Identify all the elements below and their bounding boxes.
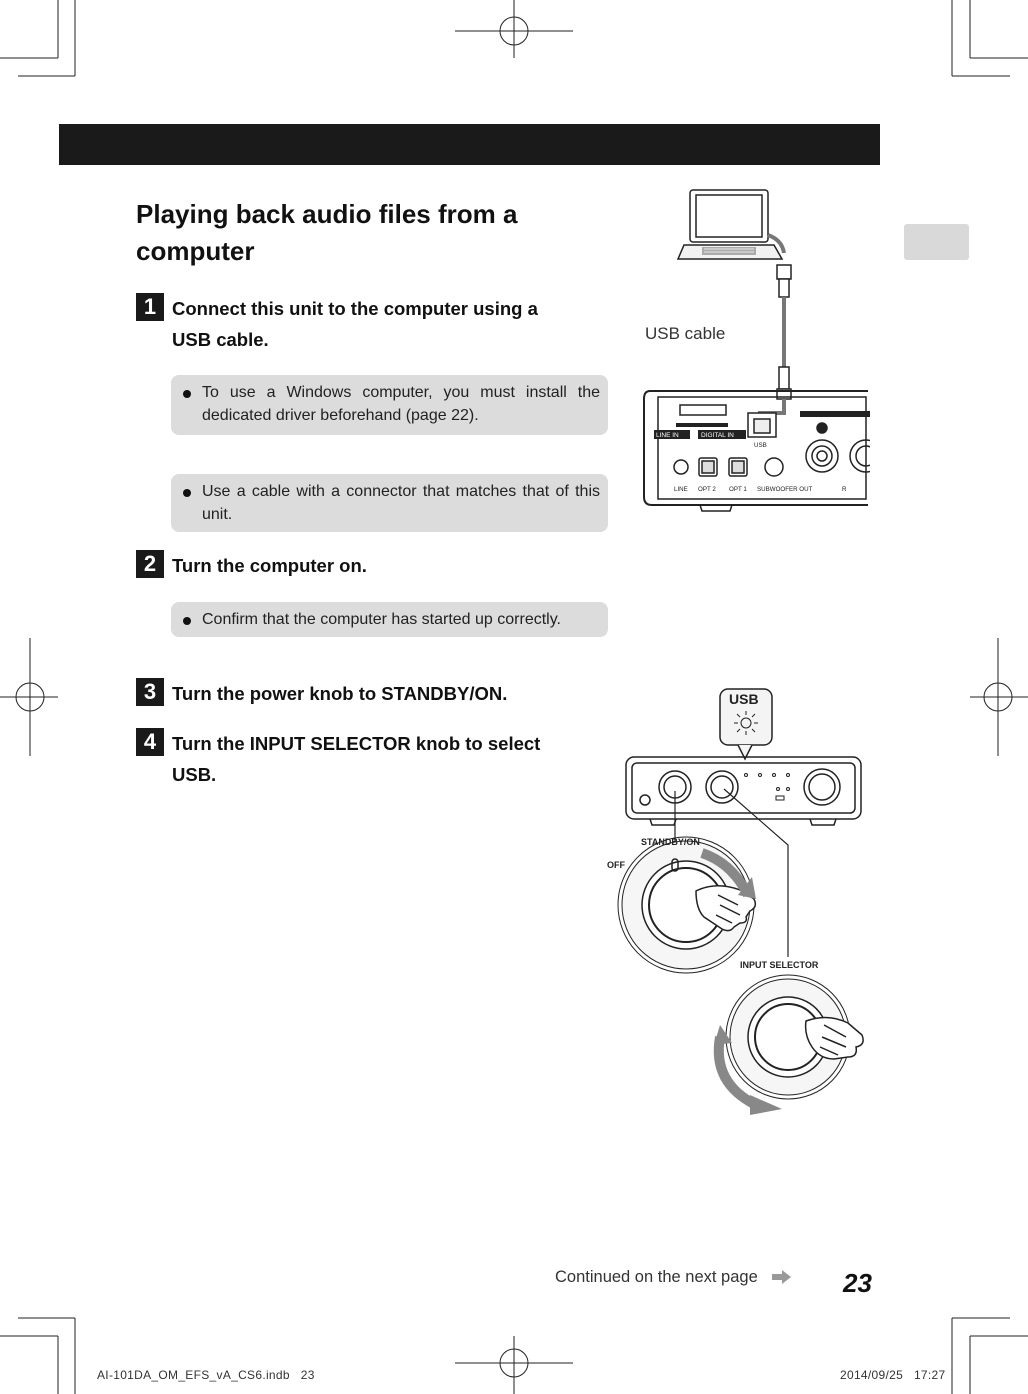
slug-date: 2014/09/25 17:27 [840, 1368, 946, 1382]
panel-label-digital-in: DIGITAL IN [701, 432, 734, 439]
step-4: 4 Turn the INPUT SELECTOR knob to select… [136, 728, 576, 790]
note-text: Confirm that the computer has started up… [202, 611, 561, 628]
note-text: Use a cable with a connector that matche… [202, 483, 600, 523]
section-tab [904, 224, 969, 260]
step-number: 4 [136, 728, 164, 756]
step-number: 1 [136, 293, 164, 321]
off-label: OFF [607, 860, 625, 870]
panel-label-opt2: OPT 2 [698, 486, 716, 493]
laptop-icon [676, 189, 784, 260]
note-text: To use a Windows computer, you must inst… [202, 384, 600, 424]
panel-label-usb: USB [754, 442, 767, 449]
rear-panel-figure: LINE IN DIGITAL IN USB LINE OPT 2 OPT 1 … [643, 189, 870, 512]
usb-cable-icon [758, 233, 792, 433]
panel-label-opt1: OPT 1 [729, 486, 747, 493]
hand-icon [804, 1016, 864, 1060]
bullet-icon [183, 617, 191, 625]
header-bar [59, 124, 880, 165]
panel-label-line-in: LINE IN [656, 432, 679, 439]
input-selector-label: INPUT SELECTOR [740, 960, 819, 970]
continued-text: Continued on the next page [555, 1268, 758, 1286]
note-startup: Confirm that the computer has started up… [171, 602, 608, 637]
step-number: 3 [136, 678, 164, 706]
bullet-icon [183, 390, 191, 398]
usb-indicator-label: USB [729, 691, 759, 707]
step-text: Turn the power knob to STANDBY/ON. [172, 683, 508, 704]
step-text: Turn the computer on. [172, 555, 367, 576]
usb-indicator-light-icon [734, 711, 758, 735]
step-2: 2 Turn the computer on. [136, 550, 576, 581]
panel-label-subwoofer-out: SUBWOOFER OUT [757, 486, 813, 493]
panel-label-r: R [842, 486, 847, 493]
usb-cable-label: USB cable [645, 324, 726, 343]
note-cable: Use a cable with a connector that matche… [171, 474, 608, 532]
step-1: 1 Connect this unit to the computer usin… [136, 293, 576, 355]
page-title: Playing back audio files from a computer [136, 199, 518, 266]
step-3: 3 Turn the power knob to STANDBY/ON. [136, 678, 576, 709]
right-arrow-icon [772, 1270, 791, 1284]
front-panel-figure: USB STANDBY/ON OFF INPUT SELECTOR [607, 688, 864, 1115]
slug-file: AI-101DA_OM_EFS_vA_CS6.indb 23 [97, 1368, 315, 1382]
page-number: 23 [843, 1268, 872, 1298]
panel-label-line: LINE [674, 486, 688, 493]
step-number: 2 [136, 550, 164, 578]
bullet-icon [183, 489, 191, 497]
step-text: Connect this unit to the computer using … [172, 298, 538, 350]
note-driver: To use a Windows computer, you must inst… [171, 375, 608, 435]
standby-on-label: STANDBY/ON [641, 837, 700, 847]
step-text: Turn the INPUT SELECTOR knob to select U… [172, 733, 541, 785]
